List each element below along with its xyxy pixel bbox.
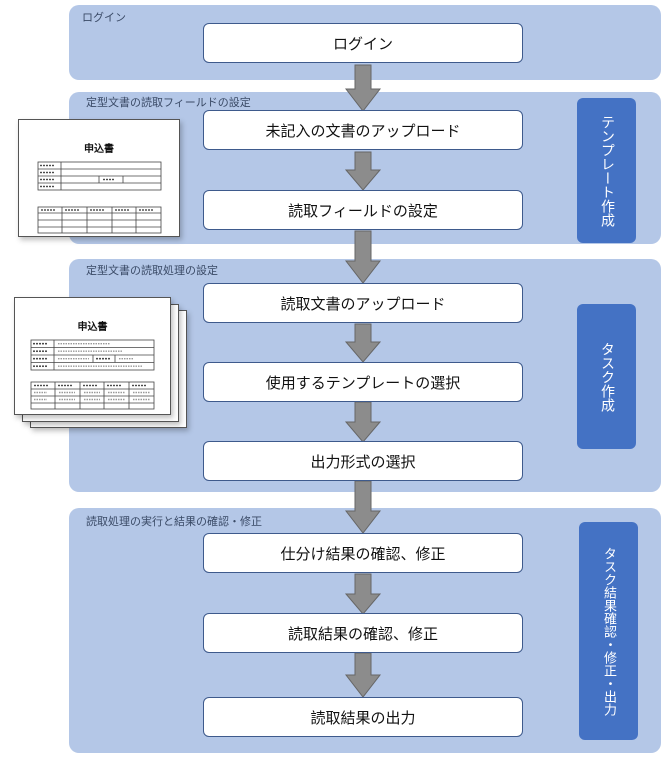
section-label-processing-setup: 定型文書の読取処理の設定 xyxy=(86,264,218,277)
arrow-down-icon xyxy=(344,230,382,284)
section-label-field-setup: 定型文書の読取フィールドの設定 xyxy=(86,96,251,109)
arrow-down-icon xyxy=(344,64,382,112)
arrow-down-icon xyxy=(344,151,382,191)
step-login: ログイン xyxy=(203,23,523,63)
badge-template-creation: テンプレート作成 xyxy=(577,98,636,243)
step-review-results: 読取結果の確認、修正 xyxy=(203,613,523,653)
step-upload-blank-document: 未記入の文書のアップロード xyxy=(203,110,523,150)
step-output-results: 読取結果の出力 xyxy=(203,697,523,737)
badge-task-creation: タスク作成 xyxy=(577,304,636,449)
form-fields-illustration xyxy=(37,161,162,234)
filled-fields-illustration xyxy=(30,339,155,410)
arrow-down-icon xyxy=(344,480,382,534)
filled-form-document: 申込書 xyxy=(14,297,171,415)
blank-form-document: 申込書 xyxy=(18,119,180,237)
section-label-login: ログイン xyxy=(82,11,126,24)
step-upload-read-document: 読取文書のアップロード xyxy=(203,283,523,323)
step-field-setup: 読取フィールドの設定 xyxy=(203,190,523,230)
arrow-down-icon xyxy=(344,652,382,698)
arrow-down-icon xyxy=(344,323,382,363)
step-select-output-format: 出力形式の選択 xyxy=(203,441,523,481)
section-label-execution-review: 読取処理の実行と結果の確認・修正 xyxy=(86,515,262,528)
arrow-down-icon xyxy=(344,573,382,615)
form-title: 申込書 xyxy=(84,144,114,155)
form-title: 申込書 xyxy=(77,322,108,333)
badge-task-result-review: タスク結果確認・修正・出力 xyxy=(579,522,638,740)
arrow-down-icon xyxy=(344,401,382,443)
step-select-template: 使用するテンプレートの選択 xyxy=(203,362,523,402)
step-review-sorting: 仕分け結果の確認、修正 xyxy=(203,533,523,573)
